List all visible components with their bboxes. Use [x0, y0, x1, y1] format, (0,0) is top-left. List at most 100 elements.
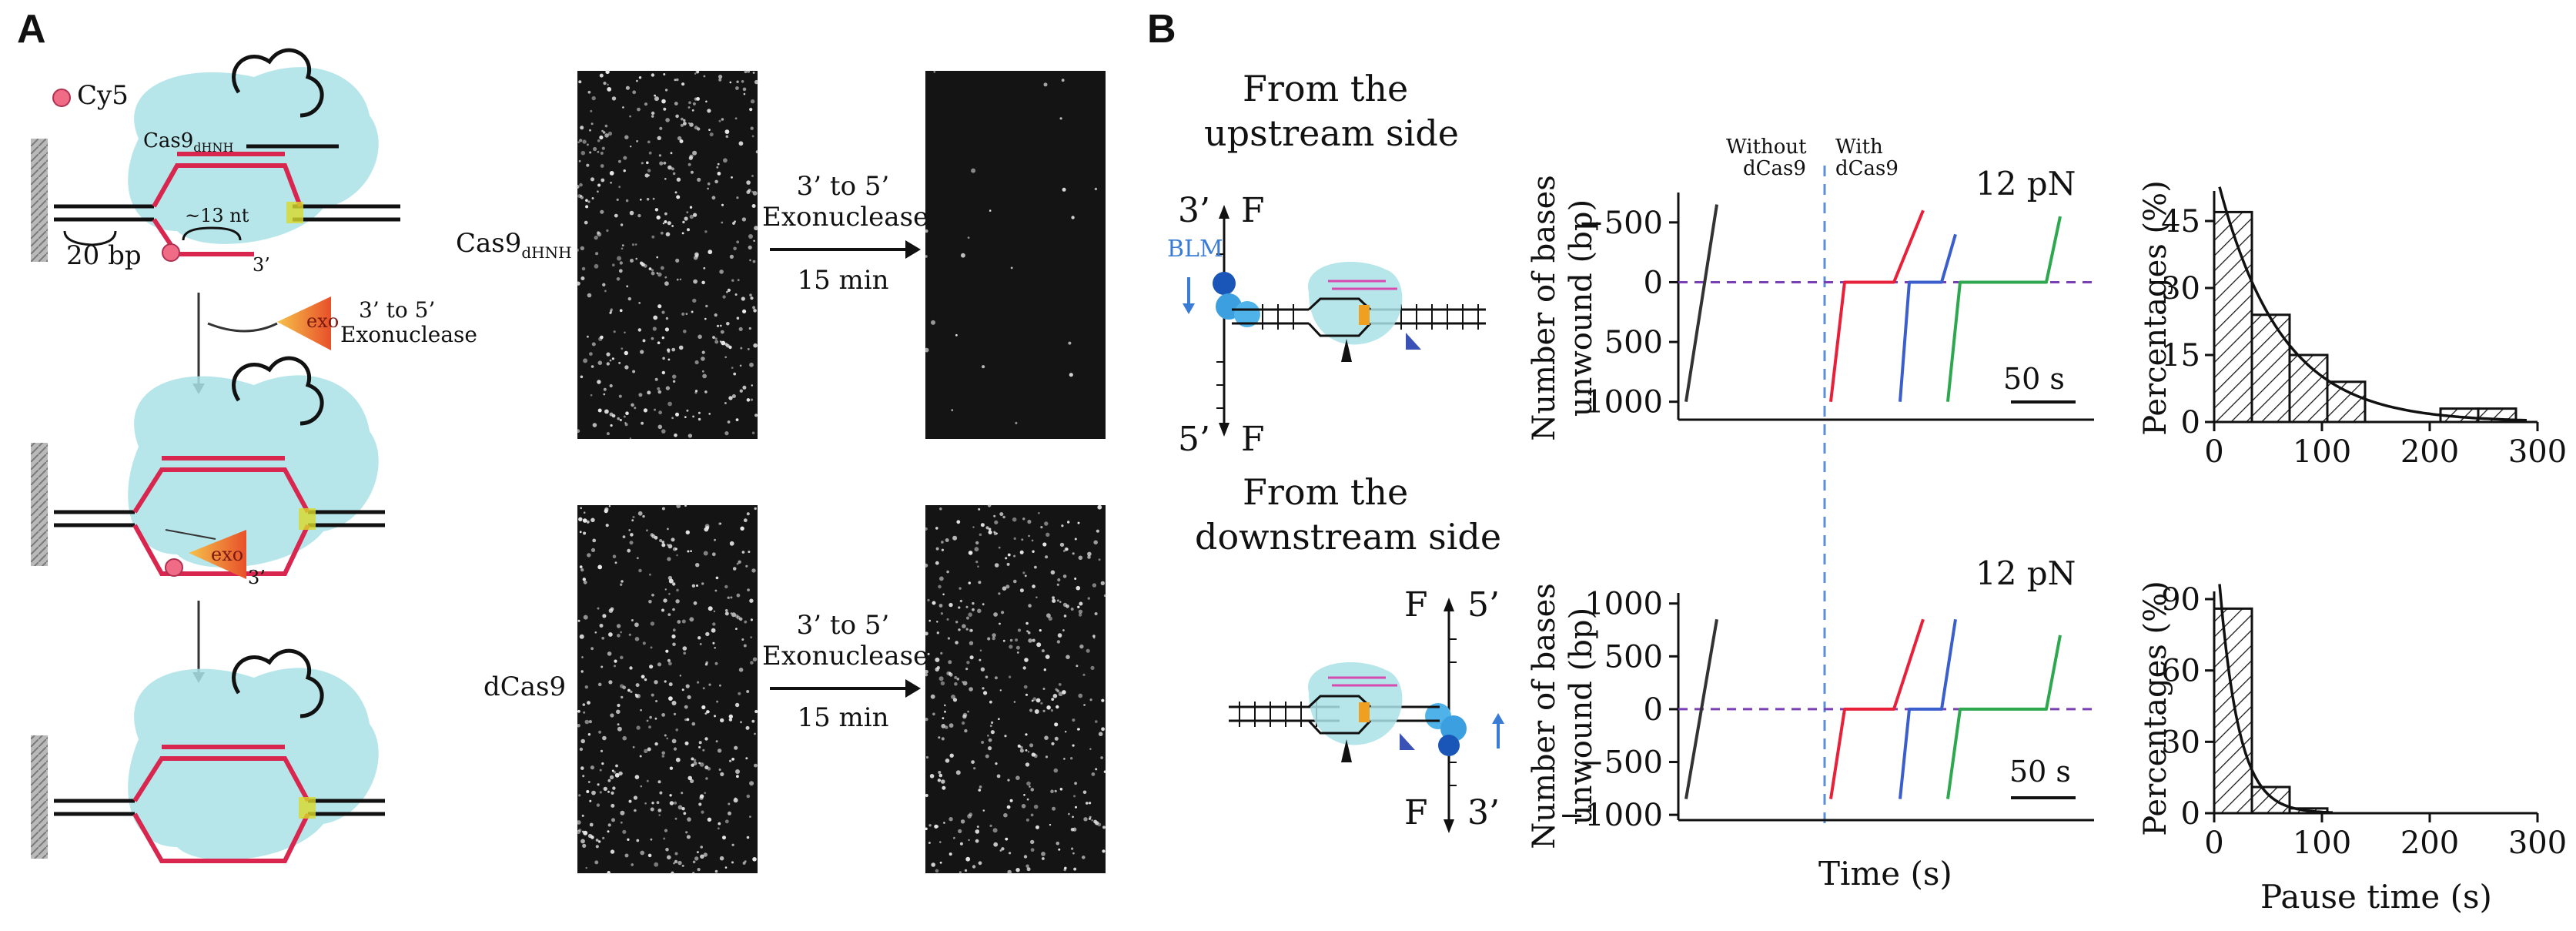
micrograph-spot: [612, 554, 617, 558]
micrograph-spot: [692, 415, 694, 418]
row-label-sub: dHNH: [521, 243, 572, 262]
micrograph-spot: [718, 822, 721, 826]
with-label-line1: With: [1835, 136, 1883, 159]
micrograph-spot: [703, 551, 708, 556]
micrograph-spot: [1028, 638, 1032, 643]
micrograph-spot: [634, 622, 639, 628]
micrograph-spot: [1100, 756, 1103, 759]
micrograph-spot: [967, 236, 970, 239]
micrograph-spot: [982, 603, 985, 606]
micrograph-spot: [1025, 693, 1029, 696]
micrograph-spot: [1046, 705, 1051, 710]
micrograph-spot: [671, 738, 677, 744]
micrograph-spot: [590, 517, 595, 523]
micrograph-spot: [636, 725, 641, 730]
micrograph-spot: [1033, 804, 1039, 809]
micrograph-spot: [947, 637, 950, 640]
micrograph-spot: [601, 129, 604, 132]
micrograph-spot: [612, 263, 615, 266]
micrograph-spot: [597, 783, 600, 786]
micrograph-spot: [664, 220, 667, 223]
micrograph-spot: [738, 668, 744, 672]
micrograph-spot: [579, 634, 584, 639]
micrograph-spot: [701, 582, 704, 585]
micrograph-spot: [746, 690, 750, 693]
micrograph-spot: [585, 866, 587, 869]
hist-y-tick-label: 0: [2181, 405, 2200, 440]
micrograph-spot: [1010, 266, 1013, 270]
micrograph-spot: [591, 95, 596, 101]
micrograph-spot: [747, 348, 750, 350]
micrograph-spot: [1050, 570, 1055, 575]
micrograph-spot: [985, 526, 989, 530]
micrograph-spot: [671, 701, 677, 705]
micrograph-spot: [958, 587, 962, 590]
micrograph-spot: [1073, 795, 1076, 798]
trace-series-4: [1946, 635, 2062, 799]
micrograph-spot: [1006, 805, 1011, 809]
micrograph-spot: [663, 598, 667, 603]
micrograph-spot: [948, 852, 952, 856]
micrograph-spot: [676, 588, 679, 592]
micrograph-spot: [944, 704, 946, 707]
micrograph-spot: [976, 826, 979, 829]
micrograph-spot: [664, 588, 667, 591]
micrograph-spot: [734, 220, 736, 223]
micrograph-spot: [656, 272, 658, 274]
micrograph-spot: [992, 828, 998, 833]
micrograph-spot: [925, 718, 928, 722]
micrograph-spot: [651, 73, 655, 77]
micrograph-spot: [1055, 688, 1058, 691]
micrograph-spot: [630, 146, 632, 148]
micrograph-spot: [618, 771, 623, 776]
micrograph-spot: [713, 610, 716, 613]
hist-y-tick-label: 45: [2161, 204, 2200, 239]
micrograph-spot: [675, 258, 680, 263]
micrograph-spot: [628, 529, 631, 531]
micrograph-spot: [665, 316, 669, 320]
micrograph-spot: [925, 673, 928, 677]
micrograph-spot: [604, 290, 607, 293]
micrograph-spot: [958, 829, 962, 833]
micrograph-spot: [935, 547, 939, 551]
micrograph-spot: [685, 530, 690, 534]
micrograph-spot: [602, 283, 606, 286]
micrograph-spot: [703, 266, 706, 270]
micrograph-spot: [705, 777, 708, 780]
micrograph-spot: [689, 206, 693, 209]
micrograph-spot: [674, 859, 678, 864]
micrograph-spot: [609, 171, 614, 176]
micrograph-spot: [630, 690, 633, 694]
micrograph-spot: [627, 688, 631, 692]
micrograph-spot: [994, 563, 999, 568]
micrograph-spot: [1022, 666, 1026, 670]
micrograph-spot: [658, 410, 662, 415]
micrograph-spot: [714, 661, 718, 665]
micrograph-spot: [640, 199, 642, 201]
exo-label-2: exo: [211, 544, 244, 565]
micrograph-spot: [985, 754, 989, 759]
arrow-bottom-shaft: [770, 687, 908, 690]
micrograph-spot: [687, 228, 690, 232]
micrograph-spot: [1027, 631, 1031, 635]
trace-y-tick-label: −1000: [1559, 798, 1663, 833]
micrograph-cas9-before: [575, 69, 759, 440]
micrograph-spot: [995, 762, 998, 765]
micrograph-spot: [656, 256, 658, 259]
micrograph-spot: [946, 618, 949, 621]
micrograph-spot: [1031, 539, 1034, 542]
micrograph-spot: [590, 365, 594, 368]
micrograph-spot: [657, 662, 662, 667]
micrograph-spot: [654, 742, 658, 746]
micrograph-spot: [669, 794, 672, 797]
micrograph-spot: [597, 231, 601, 235]
trace-series-3: [1899, 618, 1957, 799]
micrograph-spot: [639, 755, 642, 758]
micrograph-spot: [604, 124, 608, 128]
gap-label: ~13 nt: [185, 205, 249, 226]
micrograph-spot: [597, 150, 600, 153]
surface-1: [31, 139, 48, 262]
micrograph-spot: [733, 372, 737, 376]
micrograph-spot: [736, 615, 741, 620]
micrograph-spot: [754, 414, 758, 417]
